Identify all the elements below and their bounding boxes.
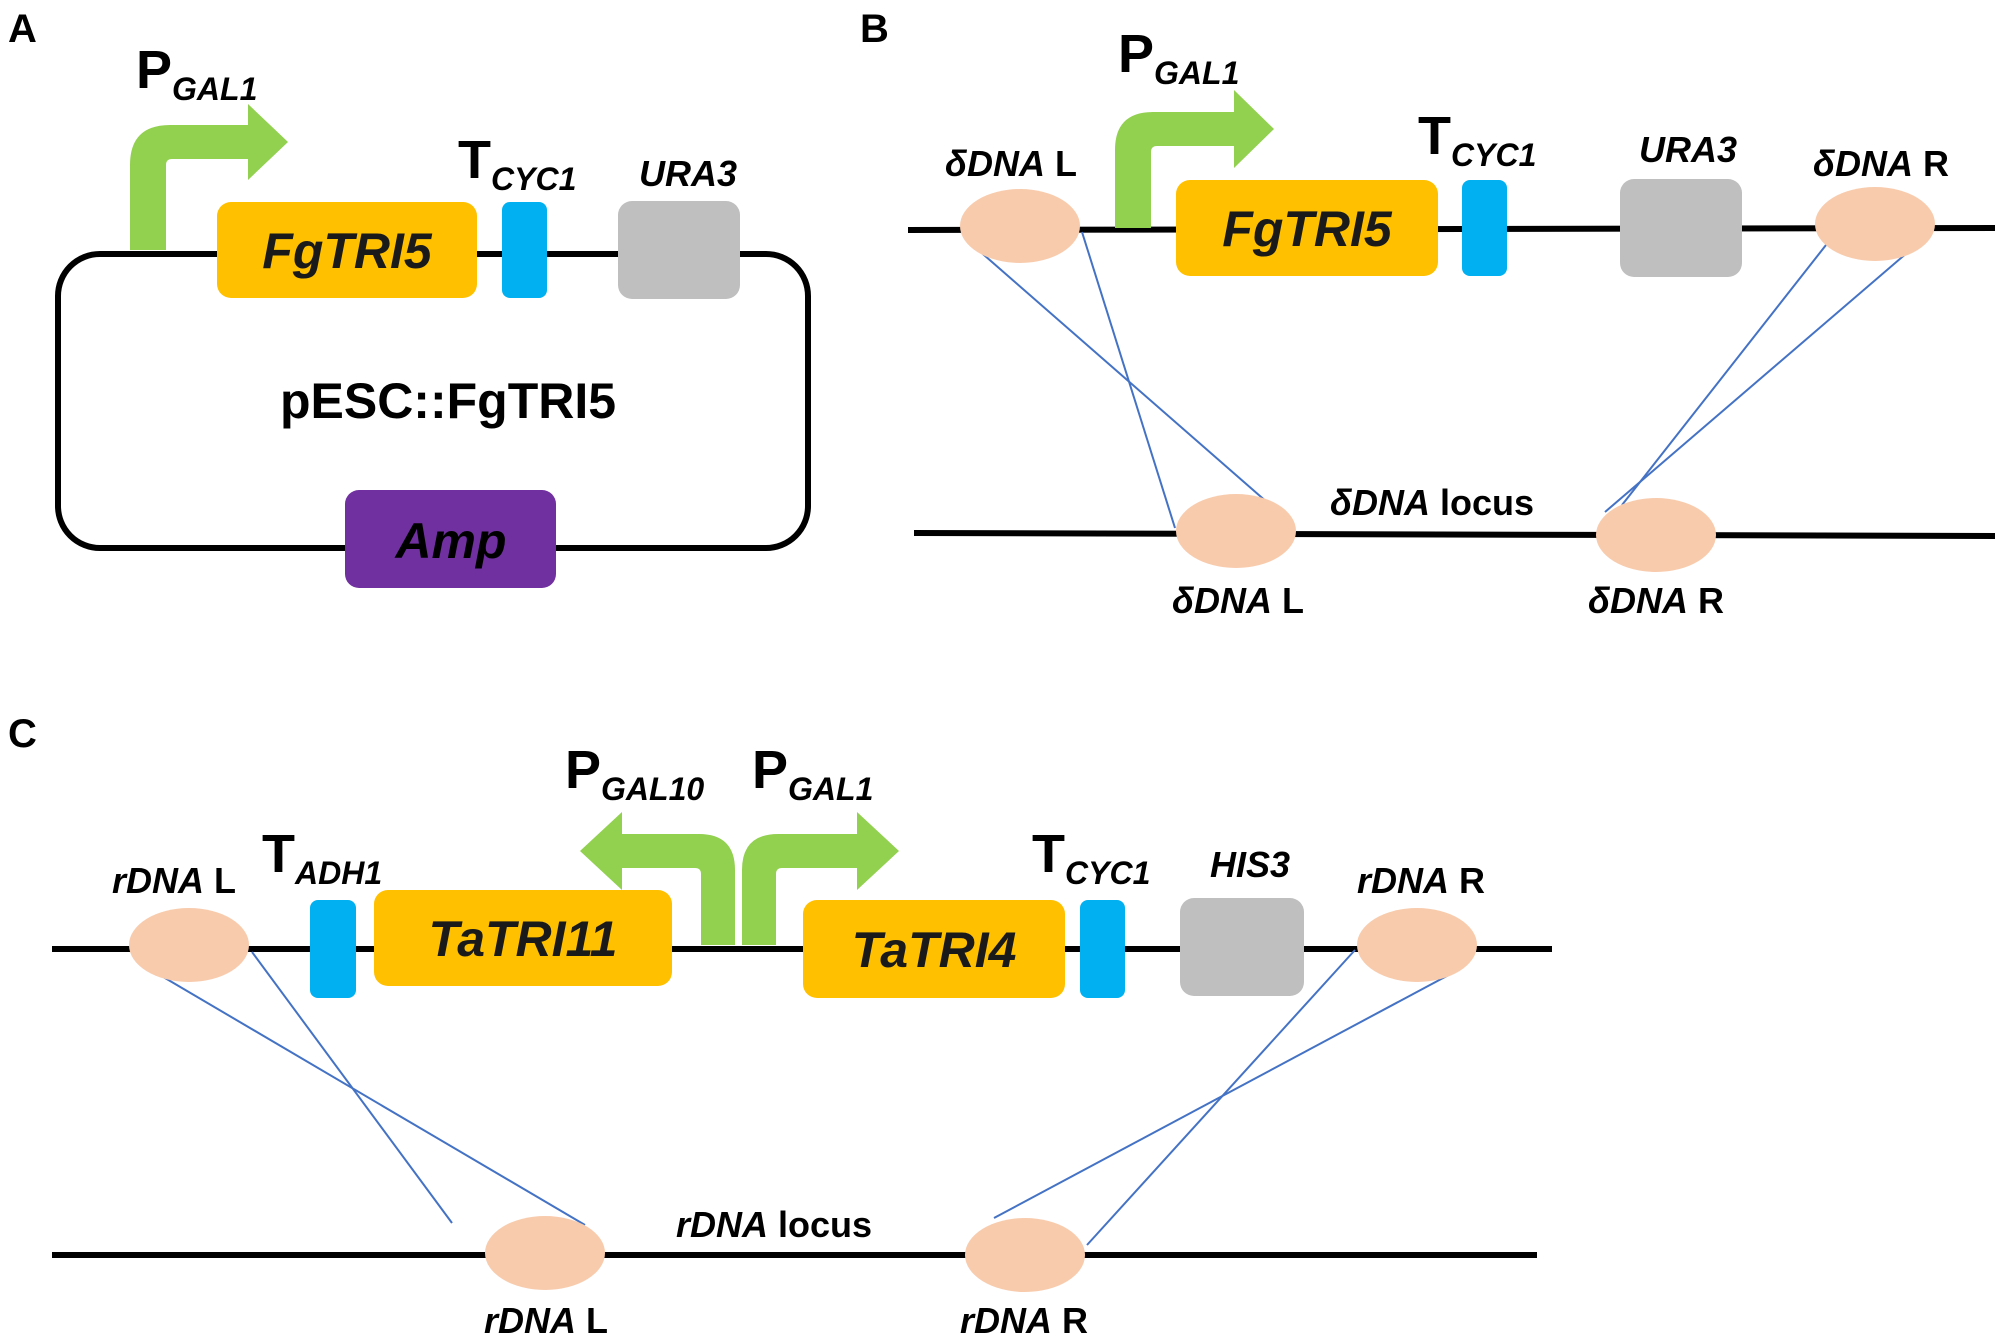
promoter-gal1-label-c: PGAL1 [752,740,873,807]
delta-locus-left [1176,494,1296,568]
rdna-locus-right-label: rDNA R [960,1300,1088,1336]
fgtri5-gene-label: FgTRI5 [262,223,433,279]
promoter-gal1-label: PGAL1 [136,40,257,107]
ura3-marker-b [1620,179,1742,277]
panel-b-letter: B [860,7,889,51]
delta-locus-left-label: δDNA L [1172,580,1304,621]
promoter-gal10-arrow [580,812,735,945]
terminator-adh1-label: TADH1 [262,824,382,891]
his3-marker [1180,898,1304,996]
amp-resistance [345,490,556,588]
rdna-left-arm [129,908,249,982]
panel-c-letter: C [8,712,37,756]
terminator-adh1 [310,900,356,998]
his3-marker-label: HIS3 [1210,844,1290,885]
rdna-locus-left [485,1216,605,1290]
rdna-locus-right [965,1218,1085,1292]
cassette-line-b [907,225,1996,233]
promoter-gal1-arrow-b [1115,90,1274,228]
terminator-cyc1-label: TCYC1 [458,130,576,197]
delta-right-arm [1815,187,1935,261]
terminator-cyc1-label-c: TCYC1 [1032,824,1150,891]
plasmid-name: pESC::FgTRI5 [280,373,616,429]
rdna-right-arm-label: rDNA R [1357,860,1485,901]
fgtri5-gene-label-b: FgTRI5 [1222,201,1393,257]
delta-locus-right [1596,498,1716,572]
delta-locus-right-label: δDNA R [1588,580,1724,621]
tatri11-gene-label: TaTRI11 [429,911,618,967]
terminator-cyc1-c [1080,900,1125,998]
delta-left-arm-label: δDNA L [945,143,1077,184]
crossover-lines-b [975,231,1916,529]
amp-resistance-label: Amp [393,513,506,569]
panel-b: B δDNA L δDNA R PGAL1 FgTRI5 [860,7,1996,621]
panel-c: C rDNA L rDNA R TADH1 TaTRI11 [8,712,1552,1336]
ura3-marker-label-b: URA3 [1639,129,1737,170]
terminator-cyc1 [502,202,547,298]
promoter-gal1-arrow [130,104,288,250]
crossover-lines-c [147,949,1459,1246]
promoter-gal1-label-b: PGAL1 [1118,24,1239,91]
rdna-right-arm [1357,908,1477,982]
ura3-marker [618,201,740,299]
rdna-locus-left-label: rDNA L [484,1300,608,1336]
tatri4-gene-label: TaTRI4 [852,922,1017,978]
promoter-gal10-label: PGAL10 [565,740,704,807]
tatri11-gene [374,890,672,986]
delta-locus-label: δDNA locus [1330,482,1534,523]
terminator-cyc1-label-b: TCYC1 [1418,106,1536,173]
ura3-marker-label: URA3 [639,153,737,194]
fgtri5-gene-b [1176,180,1438,276]
rdna-left-arm-label: rDNA L [112,860,236,901]
tatri4-gene [803,900,1065,998]
rdna-locus-label: rDNA locus [676,1204,872,1245]
delta-right-arm-label: δDNA R [1813,143,1949,184]
panel-a-letter: A [8,7,37,51]
delta-left-arm [960,189,1080,263]
fgtri5-gene [217,202,477,298]
genome-line-b [913,530,1996,539]
promoter-gal1-arrow-c [742,812,899,945]
terminator-cyc1-b [1462,180,1507,276]
panel-a: A PGAL1 FgTRI5 TCYC1 URA3 pESC::FgTRI5 A… [8,7,811,588]
